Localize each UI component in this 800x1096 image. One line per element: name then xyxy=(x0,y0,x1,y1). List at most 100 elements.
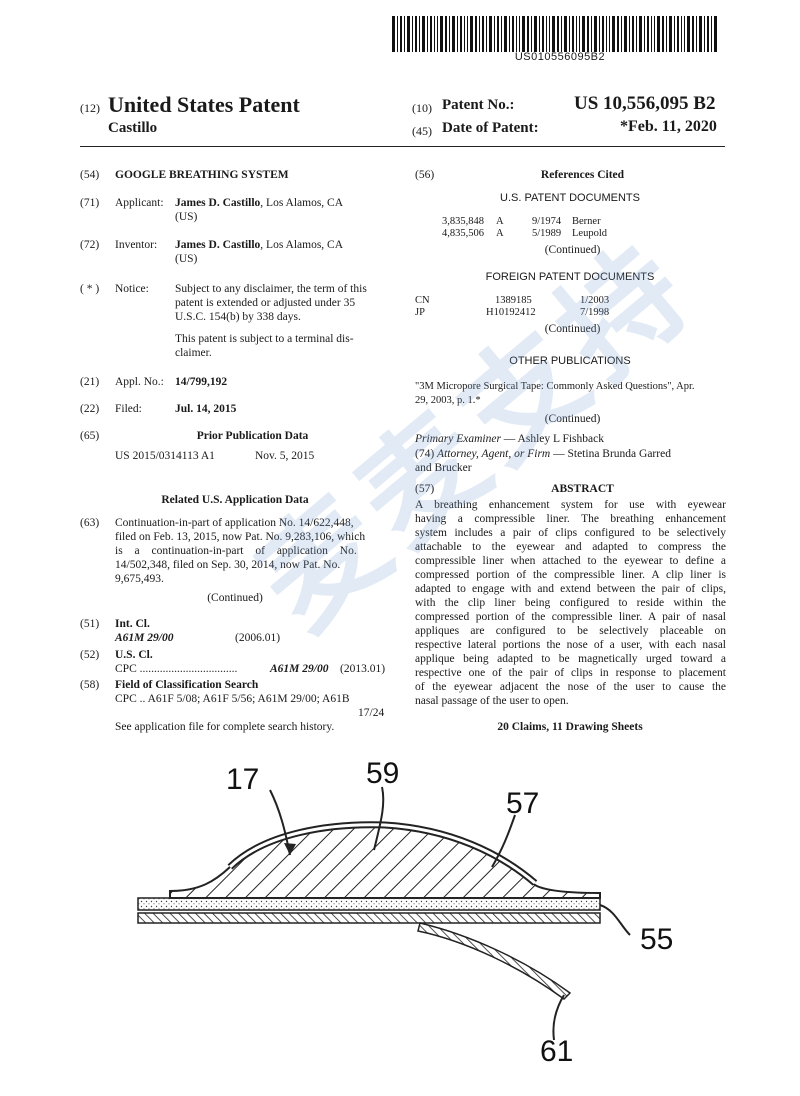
claims-count: 20 Claims, 11 Drawing Sheets xyxy=(497,721,643,733)
filed-label: Filed: xyxy=(115,403,142,415)
code-21: (21) xyxy=(80,376,100,388)
leader-61 xyxy=(552,994,565,1041)
abstract-heading: ABSTRACT xyxy=(551,483,614,495)
header-divider xyxy=(80,146,725,147)
applicant-country: (US) xyxy=(175,211,198,223)
inventor-location: , Los Alamos, CA xyxy=(260,239,344,251)
date-of-patent: *Feb. 11, 2020 xyxy=(620,118,717,135)
foreign-docs-heading: FOREIGN PATENT DOCUMENTS xyxy=(485,271,655,283)
bottom-strip xyxy=(137,912,601,924)
foreign-doc-1-no: 1389185 xyxy=(495,295,532,306)
foreign-doc-1-date: 1/2003 xyxy=(580,295,610,306)
patent-number: US 10,556,095 B2 xyxy=(574,93,716,114)
code-72: (72) xyxy=(80,239,100,251)
notice-line-1: Subject to any disclaimer, the term of t… xyxy=(175,283,367,295)
field-search-line-1: CPC .. A61F 5/08; A61F 5/56; A61M 29/00;… xyxy=(115,693,350,705)
applicant-name: James D. Castillo xyxy=(175,197,261,209)
inventor-country: (US) xyxy=(175,253,198,265)
related-line-3: is a continuation-in-part of application… xyxy=(115,545,357,557)
clip-61 xyxy=(417,922,572,1000)
prior-publication-date: Nov. 5, 2015 xyxy=(255,450,315,462)
other-pubs-heading: OTHER PUBLICATIONS xyxy=(509,355,631,367)
notice-line-5: claimer. xyxy=(175,347,212,359)
patent-no-label: Patent No.: xyxy=(442,97,515,113)
notice-label: Notice: xyxy=(115,283,149,295)
related-data-heading: Related U.S. Application Data xyxy=(161,494,309,506)
int-cl-date: (2006.01) xyxy=(235,632,281,644)
code-63: (63) xyxy=(80,517,100,529)
date-of-patent-label: Date of Patent: xyxy=(442,120,539,136)
applicant-location: , Los Alamos, CA xyxy=(260,197,344,209)
related-line-5: 9,675,493. xyxy=(115,573,164,585)
related-continued: (Continued) xyxy=(207,592,263,604)
code-45: (45) xyxy=(412,124,432,138)
ref-17: 17 xyxy=(226,763,259,796)
code-65: (65) xyxy=(80,430,100,442)
int-cl-class: A61M 29/00 xyxy=(115,632,174,644)
abstract-line: appliques are configured to be selective… xyxy=(415,625,726,637)
abstract-line: with the clip liner being configured to … xyxy=(415,597,726,609)
prior-publication-heading: Prior Publication Data xyxy=(196,430,309,442)
invention-title: GOOGLE BREATHING SYSTEM xyxy=(115,169,289,181)
inventor-value: James D. Castillo, Los Alamos, CA xyxy=(175,238,343,252)
code-58: (58) xyxy=(80,679,100,691)
primary-examiner: Primary Examiner — Ashley L Fishback xyxy=(415,432,604,446)
base-layer-55 xyxy=(137,897,601,911)
us-doc-1-kind: A xyxy=(496,216,504,227)
filed-value: Jul. 14, 2015 xyxy=(175,403,237,415)
related-line-4: 14/502,348, filed on Sep. 30, 2014, now … xyxy=(115,559,341,571)
inventor-label: Inventor: xyxy=(115,239,158,251)
field-search-label: Field of Classification Search xyxy=(115,679,259,691)
other-pubs-line-1: "3M Micropore Surgical Tape: Commonly As… xyxy=(415,381,695,392)
applicant-label: Applicant: xyxy=(115,197,164,209)
us-doc-1-no: 3,835,848 xyxy=(442,216,484,227)
us-cl-class: A61M 29/00 xyxy=(270,663,329,675)
ref-59: 59 xyxy=(366,757,399,790)
ref-57: 57 xyxy=(506,787,539,820)
attorney-label: Attorney, Agent, or Firm xyxy=(437,448,551,460)
document-title: United States Patent xyxy=(108,92,300,117)
code-12: (12) xyxy=(80,101,100,115)
notice-line-2: patent is extended or adjusted under 35 xyxy=(175,297,356,309)
field-search-line-3: See application file for complete search… xyxy=(115,721,335,733)
foreign-doc-2-no: H10192412 xyxy=(486,307,536,318)
abstract-line: of the eyewear adjacent the nose of the … xyxy=(415,681,726,693)
abstract-line: A breathing enhancement system for use w… xyxy=(415,499,726,511)
int-cl-label: Int. Cl. xyxy=(115,618,150,630)
code-57: (57) xyxy=(415,483,435,495)
field-search-line-2: 17/24 xyxy=(358,707,385,719)
notice-line-3: U.S.C. 154(b) by 338 days. xyxy=(175,311,301,323)
abstract-line: compressible liner when attached to the … xyxy=(415,555,726,567)
foreign-doc-1-cc: CN xyxy=(415,295,430,306)
code-71: (71) xyxy=(80,197,100,209)
abstract-line: respective one of the pair of clips in r… xyxy=(415,667,726,679)
foreign-doc-2-date: 7/1998 xyxy=(580,307,610,318)
us-doc-2-date: 5/1989 xyxy=(532,228,562,239)
code-10: (10) xyxy=(412,101,432,115)
references-heading: References Cited xyxy=(540,169,625,181)
notice-code: ( * ) xyxy=(80,283,100,295)
leader-55 xyxy=(599,904,631,936)
examiner-label: Primary Examiner xyxy=(415,433,501,445)
abstract-line: system includes a pair of clips configur… xyxy=(415,527,726,539)
us-doc-2-no: 4,835,506 xyxy=(442,228,484,239)
us-doc-1-date: 9/1974 xyxy=(532,216,562,227)
appl-no-label: Appl. No.: xyxy=(115,376,164,388)
applicant-value: James D. Castillo, Los Alamos, CA xyxy=(175,196,343,210)
related-line-2: filed on Feb. 13, 2015, now Pat. No. 9,2… xyxy=(115,531,366,543)
notice-line-4: This patent is subject to a terminal dis… xyxy=(175,333,354,345)
abstract-line: compressed portion of the compressible l… xyxy=(415,569,726,581)
abstract-line: nasal passage of the user to open. xyxy=(415,695,569,707)
us-docs-heading: U.S. PATENT DOCUMENTS xyxy=(500,192,640,204)
code-22: (22) xyxy=(80,403,100,415)
us-cl-label: U.S. Cl. xyxy=(115,649,153,661)
us-cl-cpc: CPC .................................. xyxy=(115,663,238,675)
abstract-line: compressed portion of the compressible l… xyxy=(415,611,726,623)
us-doc-1-name: Berner xyxy=(572,216,601,227)
foreign-docs-continued: (Continued) xyxy=(544,323,601,335)
inventor-surname: Castillo xyxy=(108,120,158,136)
other-pubs-line-2: 29, 2003, p. 1.* xyxy=(415,395,481,406)
attorney: (74) Attorney, Agent, or Firm — Stetina … xyxy=(415,447,671,461)
abstract-line: attachable to the eyewear and adapted to… xyxy=(415,541,726,553)
examiner-name: — Ashley L Fishback xyxy=(500,433,604,445)
